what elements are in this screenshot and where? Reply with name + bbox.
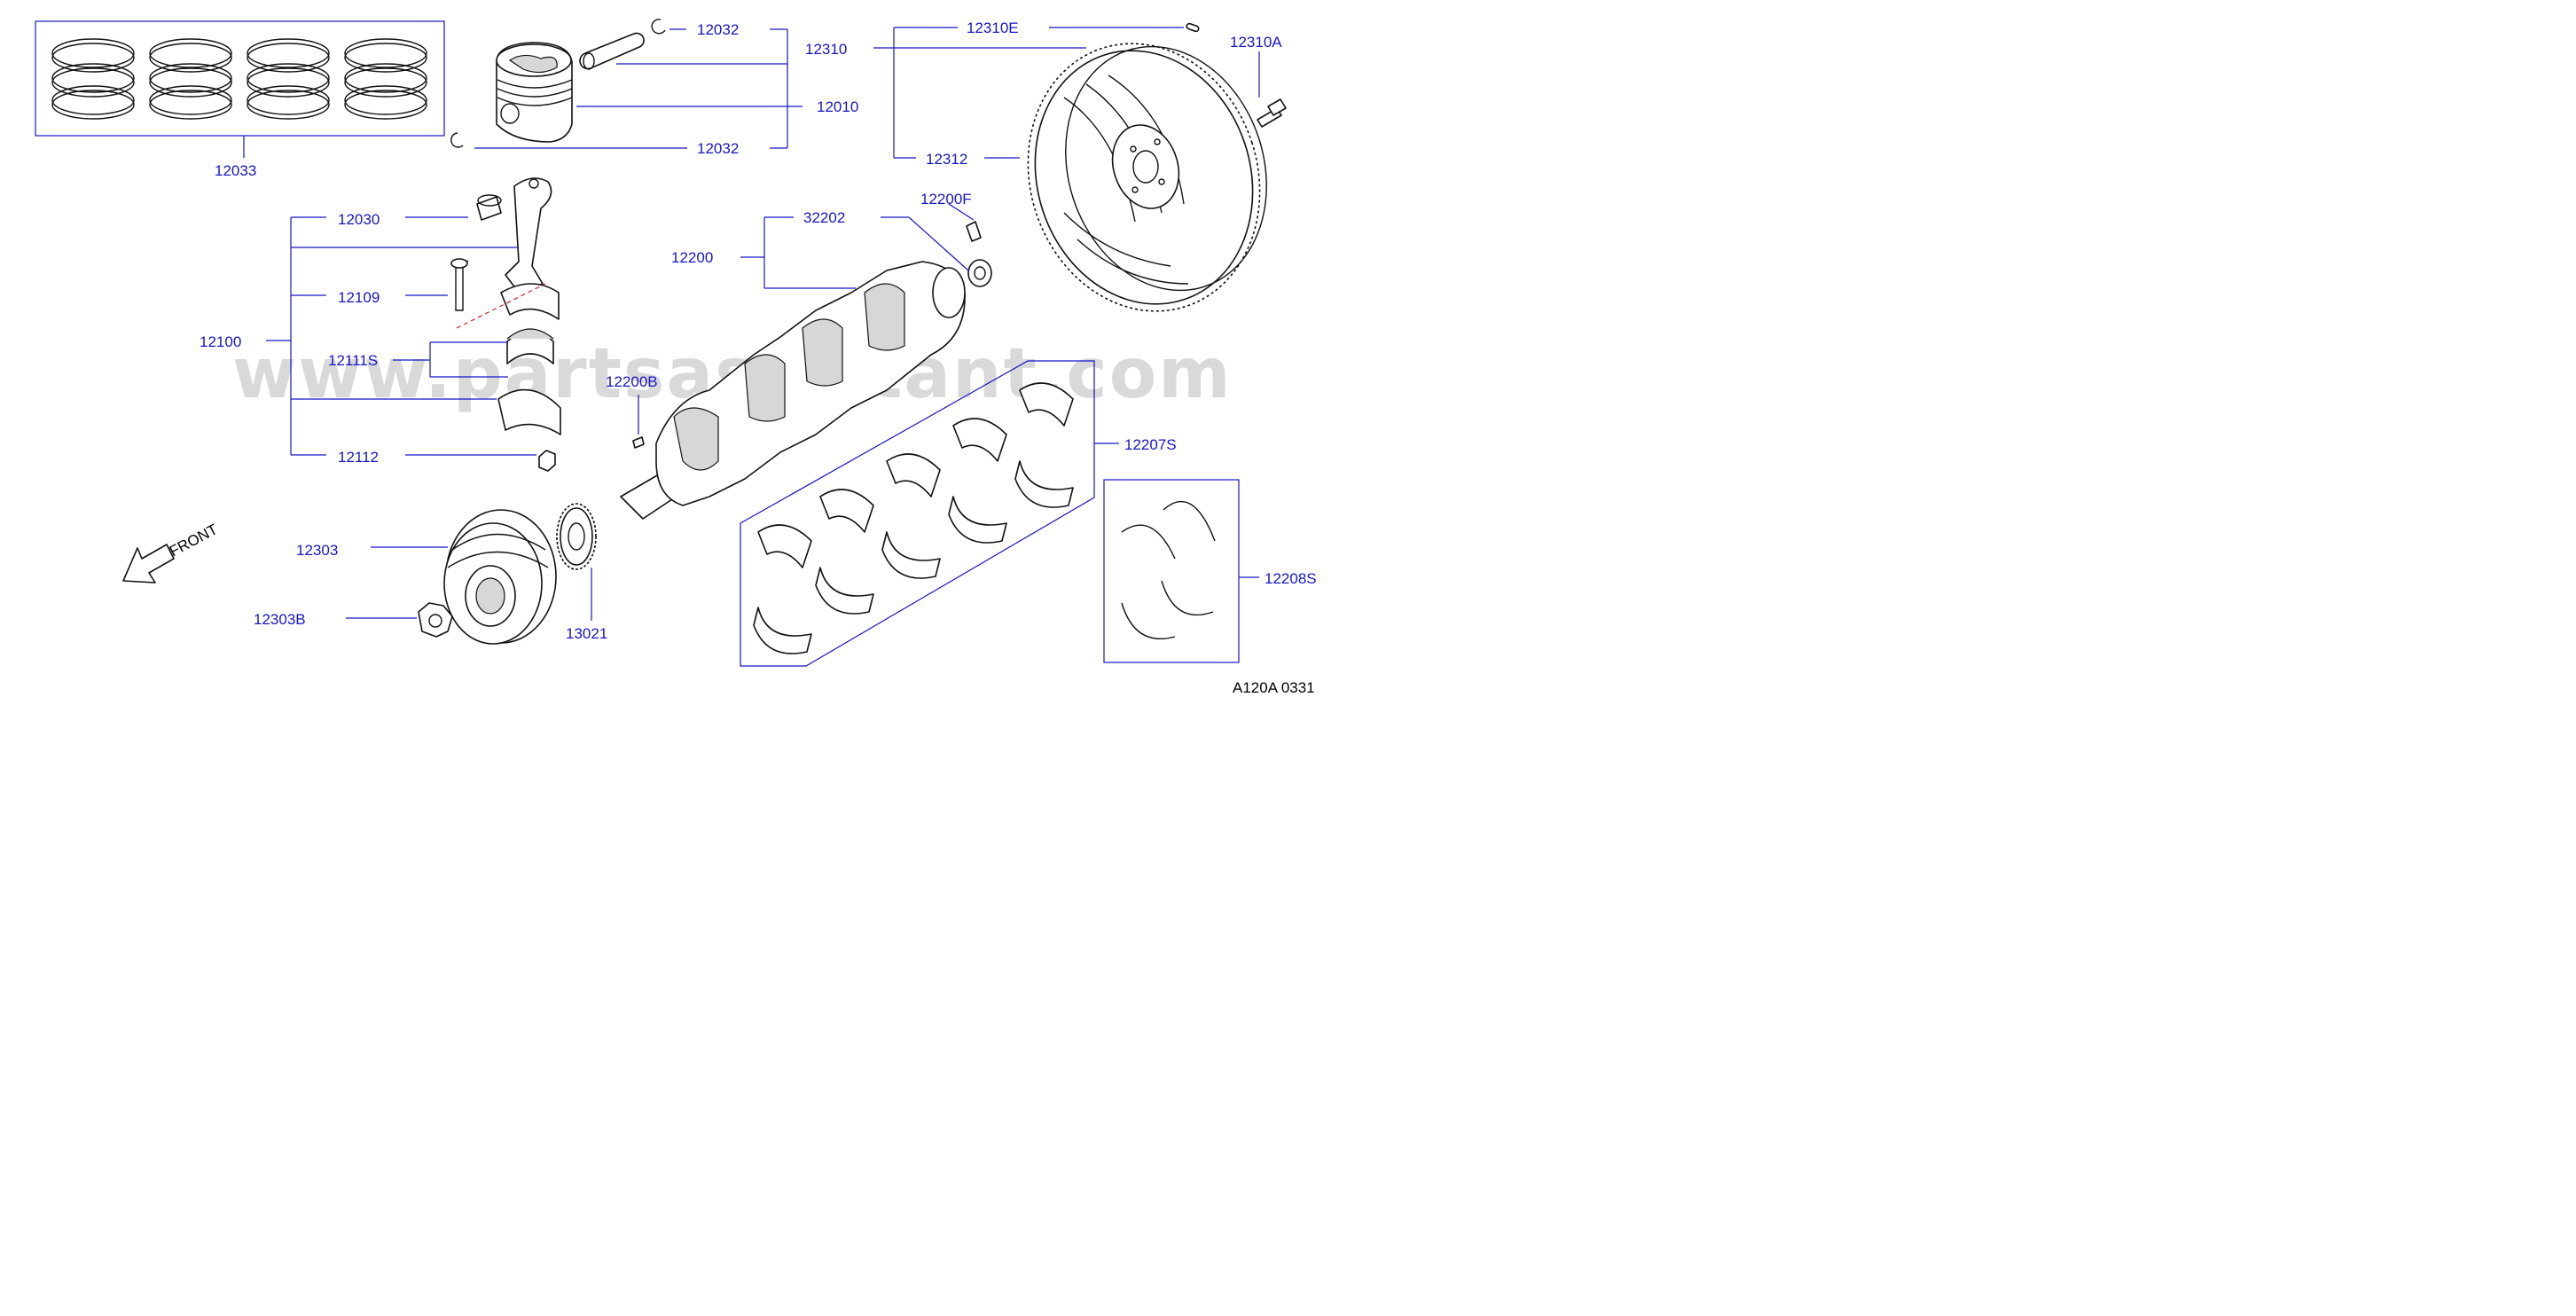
label-piston-pin-clip-bottom: 12032	[697, 140, 739, 157]
diagram-svg: www.partsassistant.com 12033	[35, 19, 1317, 696]
label-thrust-washer: 12208S	[1265, 570, 1317, 587]
pulley-leaders	[346, 546, 592, 621]
flywheel-drawing	[1027, 22, 1287, 312]
front-label: FRONT	[167, 521, 221, 560]
crankshaft-drawing	[620, 221, 992, 520]
label-piston-pin-clip-top: 12032	[697, 21, 739, 38]
parts-diagram: www.partsassistant.com 12033	[0, 0, 1390, 709]
label-conrod-bearing: 12111S	[328, 352, 378, 369]
crankshaft-leaders	[638, 203, 975, 435]
label-main-bearing: 12207S	[1124, 436, 1177, 453]
label-flywheel-bolt: 12310A	[1230, 34, 1282, 51]
piston-leaders	[474, 28, 803, 149]
label-flywheel-dowel: 12310E	[967, 20, 1019, 36]
label-piston-rings: 12033	[215, 162, 256, 179]
label-crankshaft: 12200	[671, 249, 713, 266]
footer-code: A120A 0331	[1233, 679, 1315, 696]
label-crank-sprocket: 13021	[566, 625, 607, 642]
label-piston: 12010	[817, 98, 858, 115]
main-bearings-drawing	[740, 360, 1119, 667]
label-crank-key: 12200B	[606, 373, 658, 390]
label-piston-and-pin: 12310	[805, 41, 847, 58]
label-conrod-bushing: 12030	[338, 211, 380, 228]
label-conrod-nut: 12112	[338, 449, 379, 466]
label-pulley-bolt: 12303B	[254, 611, 306, 628]
front-arrow-icon	[122, 544, 175, 584]
label-crank-pulley: 12303	[296, 542, 338, 559]
label-conrod-assembly: 12100	[200, 333, 241, 350]
label-crank-pin: 12200F	[920, 191, 972, 208]
conrod-drawing	[450, 177, 561, 472]
piston-drawing	[450, 19, 666, 148]
label-ring-gear: 12312	[926, 151, 967, 168]
conrod-leaders	[266, 216, 536, 456]
flywheel-leaders	[873, 27, 1260, 159]
piston-rings-drawing	[35, 20, 445, 158]
label-pilot-bushing: 32202	[803, 209, 845, 226]
label-conrod-bolt: 12109	[338, 289, 380, 306]
thrust-washers-drawing	[1103, 479, 1259, 663]
pulley-drawing	[418, 503, 597, 645]
